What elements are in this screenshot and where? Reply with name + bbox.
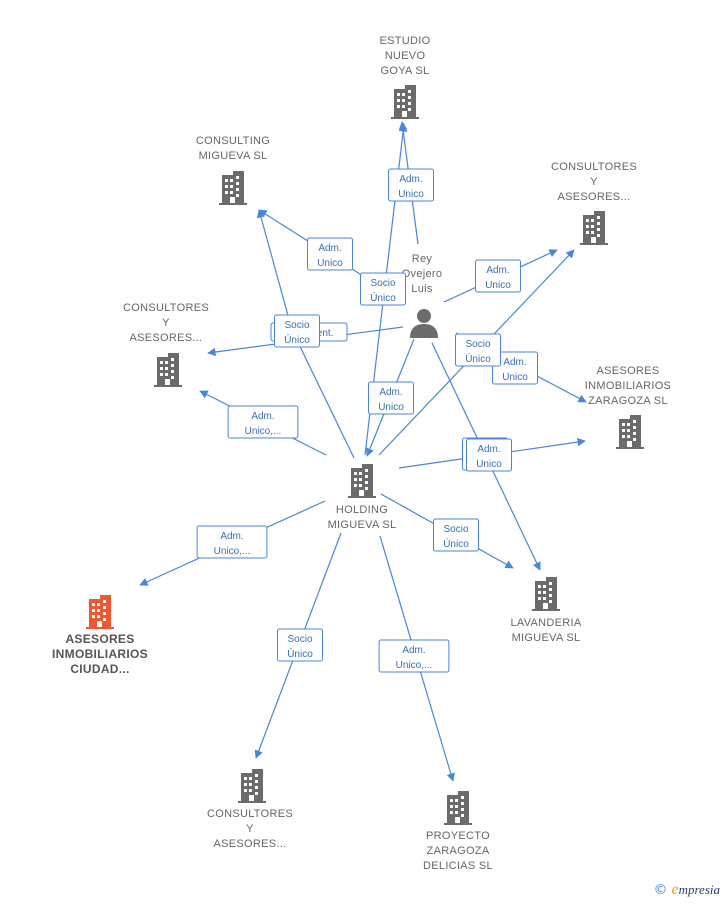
edge-label-text: Adm. — [477, 444, 500, 455]
node-label: HOLDING — [336, 504, 388, 516]
edge-label-text: Adm. — [402, 645, 425, 656]
building-icon — [532, 577, 560, 611]
edge-label-text: Unico,... — [214, 546, 251, 557]
node-label: CIUDAD... — [70, 662, 129, 676]
node-label: CONSULTORES — [207, 808, 293, 820]
edge-label-text: Unico — [398, 189, 424, 200]
edge-label-text: Unico,... — [396, 660, 433, 671]
edge-label: Adm. Unico,... — [227, 405, 299, 439]
building-icon — [616, 415, 644, 449]
node-label: DELICIAS SL — [423, 860, 493, 872]
node-label: INMOBILIARIOS — [585, 380, 671, 392]
node-label: ZARAGOZA — [427, 845, 490, 857]
node-label: ASESORES... — [214, 838, 287, 850]
node-label: Y — [246, 823, 254, 835]
edge-label-text: Único — [465, 352, 491, 365]
building-icon — [238, 769, 266, 803]
node-asesores_zgz[interactable]: ASESORES INMOBILIARIOS ZARAGOZA SL — [585, 365, 671, 449]
edge-label-text: Adm. — [379, 387, 402, 398]
edge-label-text: Único — [287, 647, 313, 660]
person-icon — [410, 309, 438, 338]
edge-label-text: Unico — [317, 258, 343, 269]
node-holding[interactable]: HOLDING MIGUEVA SL — [328, 464, 397, 531]
edge-label: Adm. Unico — [492, 351, 538, 385]
edge-label: Adm. Unico — [388, 168, 434, 202]
node-label: Rey — [412, 253, 433, 265]
empresia-footer: ©empresia — [653, 881, 720, 899]
node-label: Luis — [411, 283, 433, 295]
building-icon — [86, 595, 114, 629]
edge-label-text: Socio — [465, 339, 490, 350]
edge-label-text: Unico — [378, 402, 404, 413]
node-label: CONSULTORES — [123, 302, 209, 314]
node-label: ASESORES — [65, 632, 134, 646]
node-consultores_b[interactable]: CONSULTORES Y ASESORES... — [207, 769, 293, 850]
node-consulting[interactable]: CONSULTING MIGUEVA SL — [196, 135, 270, 205]
copyright-icon: © — [653, 882, 668, 898]
edge-label-text: Socio — [287, 634, 312, 645]
edge-label-text: Único — [284, 333, 310, 346]
node-label: MIGUEVA SL — [199, 150, 268, 162]
edge-label-text: Único — [370, 291, 396, 304]
edge-label-text: Adm. — [503, 357, 526, 368]
edge-label-text: Socio — [370, 278, 395, 289]
node-label: ZARAGOZA SL — [588, 395, 668, 407]
empresia-logo-text: mpresia — [678, 882, 720, 897]
edge-label-text: Socio — [284, 320, 309, 331]
building-icon — [154, 353, 182, 387]
node-label: MIGUEVA SL — [512, 632, 581, 644]
edge-label-text: Único — [443, 537, 469, 550]
edge-label: Adm. Unico — [466, 438, 512, 472]
edge-label-text: Adm. — [251, 411, 274, 422]
node-label: GOYA SL — [381, 65, 430, 77]
node-label: LAVANDERIA — [510, 617, 581, 629]
edge-label-text: Adm. — [220, 531, 243, 542]
node-label: PROYECTO — [426, 830, 490, 842]
edge-label-text: Adm. — [486, 265, 509, 276]
node-label: CONSULTORES — [551, 161, 637, 173]
edge-label-text: Unico,... — [245, 426, 282, 437]
empresia-logo-e: e — [671, 881, 679, 898]
building-icon — [444, 791, 472, 825]
edge-label: Adm. Unico — [368, 381, 414, 415]
node-label: MIGUEVA SL — [328, 519, 397, 531]
node-label: CONSULTING — [196, 135, 270, 147]
node-label: Ovejero — [402, 268, 443, 280]
building-icon — [348, 464, 376, 498]
node-consultores_l[interactable]: CONSULTORES Y ASESORES... — [123, 302, 209, 387]
edge-label-text: Unico — [476, 459, 502, 470]
building-icon — [219, 171, 247, 205]
edge-label: Adm. Unico — [475, 259, 521, 293]
edge-label-text: Unico — [502, 372, 528, 383]
edge-label: Adm. Unico,... — [378, 639, 450, 673]
node-asesores_ciudad[interactable]: ASESORESINMOBILIARIOSCIUDAD... — [52, 595, 148, 676]
edge-label: Adm. Unico,... — [196, 525, 268, 559]
building-icon — [391, 85, 419, 119]
node-label: Y — [162, 317, 170, 329]
node-label: ESTUDIO — [380, 35, 431, 47]
node-label: NUEVO — [385, 50, 426, 62]
node-label: ASESORES... — [558, 191, 631, 203]
edge-label: Adm. Unico — [307, 237, 353, 271]
node-estudio[interactable]: ESTUDIO NUEVO GOYA SL — [380, 35, 431, 119]
edge-label-text: Adm. — [399, 174, 422, 185]
edge-label-text: Unico — [485, 280, 511, 291]
node-label: ASESORES... — [130, 332, 203, 344]
edge-label-text: Socio — [443, 524, 468, 535]
node-label: ASESORES — [597, 365, 660, 377]
node-lavanderia[interactable]: LAVANDERIA MIGUEVA SL — [510, 577, 582, 644]
building-icon — [580, 211, 608, 245]
node-label: Y — [590, 176, 598, 188]
node-consultores_tr[interactable]: CONSULTORES Y ASESORES... — [551, 161, 637, 245]
node-label: INMOBILIARIOS — [52, 647, 148, 661]
node-proyecto[interactable]: PROYECTO ZARAGOZA DELICIAS SL — [423, 791, 493, 872]
edge-label-text: Adm. — [318, 243, 341, 254]
